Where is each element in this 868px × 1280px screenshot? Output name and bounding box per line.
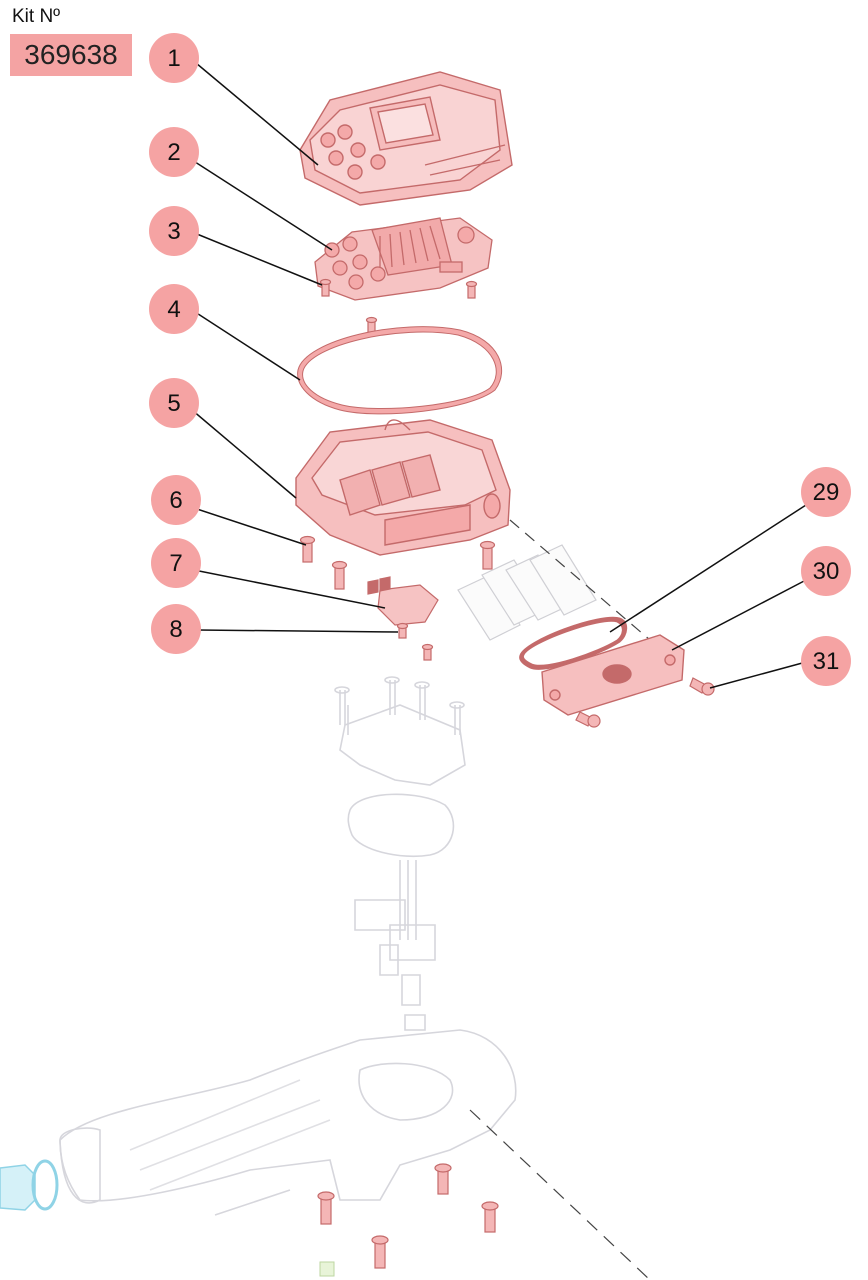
callout-4-number: 4 (167, 296, 180, 323)
hose-coupling (0, 1159, 59, 1211)
callout-1: 1 (149, 33, 199, 83)
callout-30: 30 (801, 546, 851, 596)
battery-axis-dashed-line (509, 519, 651, 641)
housing-screws (299, 535, 496, 590)
ghost-oring (347, 793, 455, 858)
callout-5-number: 5 (167, 390, 180, 417)
part-sensor-board (367, 576, 439, 626)
callout-3-number: 3 (167, 218, 180, 245)
cap-screws (575, 677, 715, 728)
callout-6: 6 (151, 475, 201, 525)
callout-1-number: 1 (167, 45, 180, 72)
bottom-screws (317, 1163, 499, 1269)
cover-buttons (320, 124, 386, 180)
part-top-cover (299, 71, 513, 206)
axis-dashed-line (469, 1109, 651, 1280)
callout-29: 29 (801, 467, 851, 517)
ghost-mount-plate (339, 704, 466, 786)
callout-6-number: 6 (169, 487, 182, 514)
ghost-lower-assembly (59, 676, 517, 1216)
ghost-screws (334, 676, 465, 735)
kit-number: 369638 (24, 39, 118, 70)
kit-label: Kit Nº (12, 6, 61, 27)
kit-number-badge: 369638 (10, 34, 132, 76)
board-screws (319, 278, 478, 335)
ghost-shaft (379, 944, 426, 1031)
callout-2: 2 (149, 127, 199, 177)
callout-29-number: 29 (813, 479, 840, 506)
part-battery-cap (541, 634, 685, 716)
callout-7: 7 (151, 538, 201, 588)
callout-8-number: 8 (169, 616, 182, 643)
callout-3: 3 (149, 206, 199, 256)
battery-slots (339, 454, 441, 516)
callout-31: 31 (801, 636, 851, 686)
callout-4: 4 (149, 284, 199, 334)
callout-7-number: 7 (169, 550, 182, 577)
part-gasket (297, 326, 503, 415)
ghost-gears (354, 860, 436, 961)
callout-2-number: 2 (167, 139, 180, 166)
callout-8: 8 (151, 604, 201, 654)
callout-30-number: 30 (813, 558, 840, 585)
ghost-pistol-body (59, 1029, 517, 1202)
batteries (457, 544, 597, 641)
sensor-screws (396, 622, 434, 661)
part-housing (295, 419, 511, 556)
callout-31-number: 31 (813, 648, 840, 675)
callout-5: 5 (149, 378, 199, 428)
leader-lines (189, 57, 807, 689)
part-circuit-board (314, 217, 493, 301)
part-cap-gasket (519, 616, 628, 670)
